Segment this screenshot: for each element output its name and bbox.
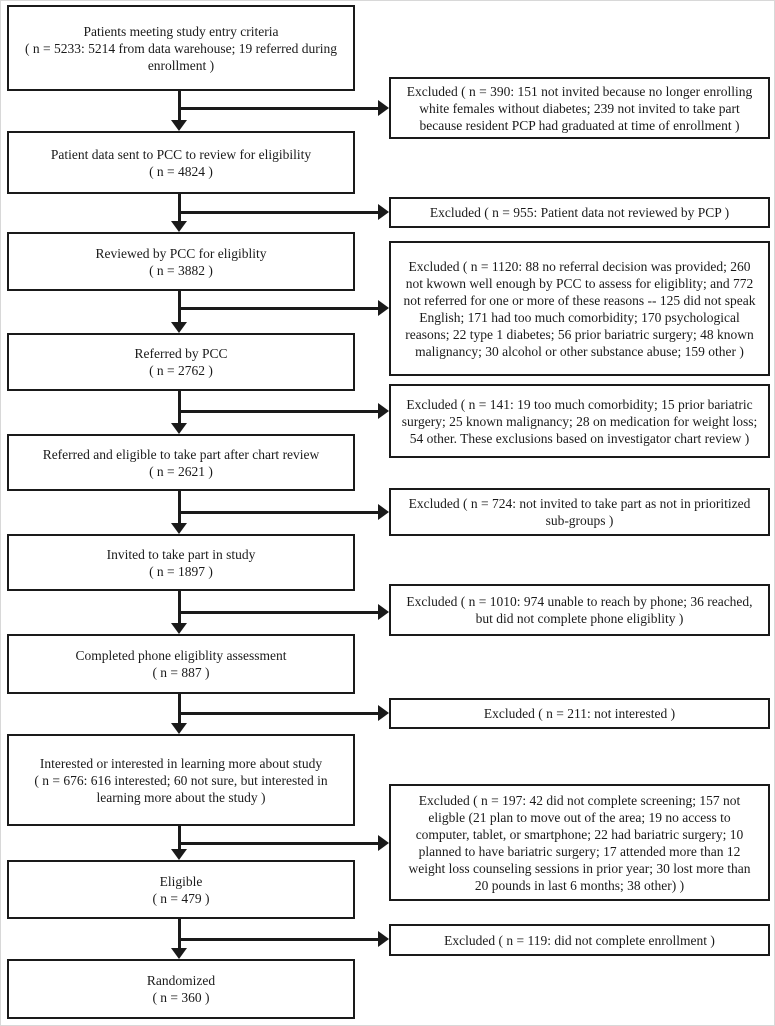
excluded-text: Excluded ( n = 1010: 974 unable to reach… (406, 594, 753, 626)
excluded-box-1010: Excluded ( n = 1010: 974 unable to reach… (389, 584, 770, 636)
exclude-connector-line (179, 611, 380, 614)
flow-box-detail: ( n = 4824 ) (149, 163, 213, 179)
flow-box-title: Referred by PCC (134, 346, 228, 361)
flow-connector-line (178, 826, 181, 851)
exclude-arrow-right-icon (378, 204, 389, 220)
flow-box-invited: Invited to take part in study ( n = 1897… (7, 534, 355, 591)
flow-arrow-down-icon (171, 221, 187, 232)
excluded-box-197: Excluded ( n = 197: 42 did not complete … (389, 784, 770, 901)
exclude-connector-line (179, 712, 380, 715)
excluded-box-141: Excluded ( n = 141: 19 too much comorbid… (389, 384, 770, 458)
flow-connector-line (178, 491, 181, 525)
flow-box-reviewed-by-pcc: Reviewed by PCC for eligiblity ( n = 388… (7, 232, 355, 291)
excluded-text: Excluded ( n = 1120: 88 no referral deci… (403, 258, 756, 359)
exclude-arrow-right-icon (378, 300, 389, 316)
flow-box-interested: Interested or interested in learning mor… (7, 734, 355, 826)
excluded-box-1120: Excluded ( n = 1120: 88 no referral deci… (389, 241, 770, 376)
excluded-box-955: Excluded ( n = 955: Patient data not rev… (389, 197, 770, 228)
flow-arrow-down-icon (171, 120, 187, 131)
flow-connector-line (178, 391, 181, 425)
exclude-connector-line (179, 307, 380, 310)
excluded-text: Excluded ( n = 724: not invited to take … (408, 496, 751, 528)
flow-arrow-down-icon (171, 523, 187, 534)
flow-box-detail: ( n = 360 ) (152, 990, 210, 1005)
excluded-box-119: Excluded ( n = 119: did not complete enr… (389, 924, 770, 956)
flow-box-detail: ( n = 479 ) (152, 890, 210, 906)
exclude-arrow-right-icon (378, 604, 389, 620)
exclude-connector-line (179, 938, 380, 941)
flow-box-detail: ( n = 676: 616 interested; 60 not sure, … (34, 772, 328, 805)
flow-box-detail: ( n = 2762 ) (149, 363, 213, 378)
exclude-arrow-right-icon (378, 705, 389, 721)
flow-box-title: Referred and eligible to take part after… (42, 446, 320, 462)
flow-connector-line (178, 91, 181, 122)
exclude-arrow-right-icon (378, 403, 389, 419)
flow-connector-line (178, 919, 181, 950)
excluded-text: Excluded ( n = 390: 151 not invited beca… (406, 83, 753, 133)
flow-box-title: Invited to take part in study (106, 546, 256, 562)
exclude-arrow-right-icon (378, 931, 389, 947)
excluded-box-390: Excluded ( n = 390: 151 not invited beca… (389, 77, 770, 139)
flow-box-title: Randomized (146, 973, 216, 988)
flow-arrow-down-icon (171, 723, 187, 734)
flow-box-eligible: Eligible ( n = 479 ) (7, 860, 355, 919)
excluded-text: Excluded ( n = 955: Patient data not rev… (429, 205, 730, 220)
exclude-connector-line (179, 410, 380, 413)
flow-box-phone-assessment: Completed phone eligiblity assessment ( … (7, 634, 355, 694)
flow-box-data-sent-to-pcc: Patient data sent to PCC to review for e… (7, 131, 355, 194)
flow-box-title: Completed phone eligiblity assessment (75, 648, 287, 663)
flow-box-title: Eligible (159, 873, 203, 889)
exclude-arrow-right-icon (378, 100, 389, 116)
flow-arrow-down-icon (171, 948, 187, 959)
exclude-arrow-right-icon (378, 504, 389, 520)
flow-box-title: Interested or interested in learning mor… (39, 755, 323, 771)
excluded-box-211: Excluded ( n = 211: not interested ) (389, 698, 770, 729)
excluded-text: Excluded ( n = 197: 42 did not complete … (408, 792, 751, 893)
flow-box-eligible-after-chart-review: Referred and eligible to take part after… (7, 434, 355, 491)
excluded-text: Excluded ( n = 141: 19 too much comorbid… (401, 396, 758, 446)
flow-box-title: Reviewed by PCC for eligiblity (95, 245, 267, 261)
flow-box-entry-criteria: Patients meeting study entry criteria ( … (7, 5, 355, 91)
excluded-box-724: Excluded ( n = 724: not invited to take … (389, 488, 770, 536)
flow-arrow-down-icon (171, 623, 187, 634)
flow-box-randomized: Randomized ( n = 360 ) (7, 959, 355, 1019)
flow-box-detail: ( n = 2621 ) (149, 463, 213, 479)
excluded-text: Excluded ( n = 119: did not complete enr… (444, 932, 715, 948)
flow-box-detail: ( n = 887 ) (152, 665, 210, 680)
exclude-arrow-right-icon (378, 835, 389, 851)
flow-box-referred-by-pcc: Referred by PCC ( n = 2762 ) (7, 333, 355, 391)
exclude-connector-line (179, 211, 380, 214)
exclude-connector-line (179, 511, 380, 514)
flow-box-title: Patient data sent to PCC to review for e… (50, 146, 312, 162)
flow-box-detail: ( n = 3882 ) (149, 262, 213, 278)
flow-box-detail: ( n = 1897 ) (149, 563, 213, 579)
flow-connector-line (178, 194, 181, 223)
exclude-connector-line (179, 107, 380, 110)
flow-arrow-down-icon (171, 322, 187, 333)
flow-arrow-down-icon (171, 849, 187, 860)
flow-arrow-down-icon (171, 423, 187, 434)
flow-box-title: Patients meeting study entry criteria (83, 23, 279, 39)
flow-box-detail: ( n = 5233: 5214 from data warehouse; 19… (24, 40, 338, 73)
flow-connector-line (178, 694, 181, 725)
exclude-connector-line (179, 842, 380, 845)
flow-connector-line (178, 591, 181, 625)
excluded-text: Excluded ( n = 211: not interested ) (483, 706, 676, 721)
